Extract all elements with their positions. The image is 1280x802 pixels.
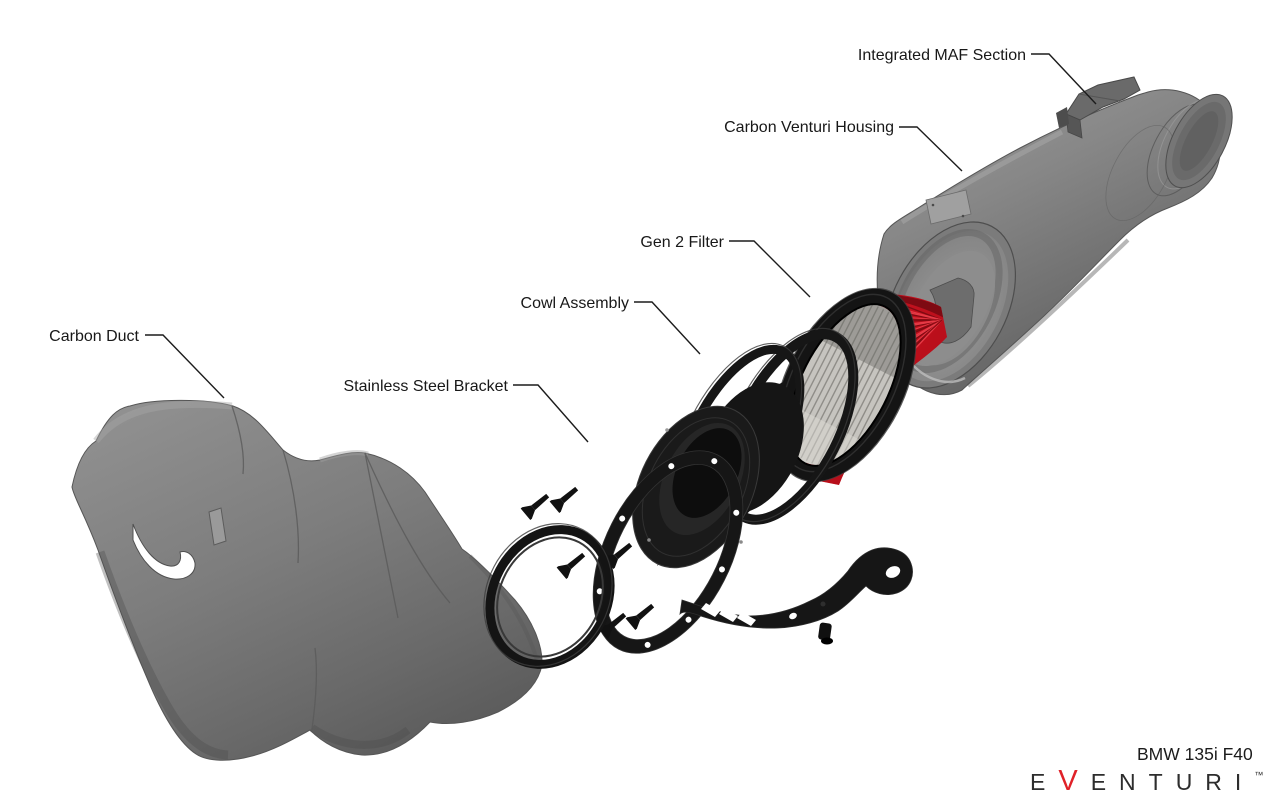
leader-line bbox=[1031, 53, 1097, 105]
callout-maf: Integrated MAF Section bbox=[858, 47, 1097, 105]
screw bbox=[556, 548, 589, 580]
housing-outlet-end bbox=[1165, 93, 1233, 189]
leader-line bbox=[634, 301, 701, 355]
model-name: BMW 135i F40 bbox=[1137, 744, 1253, 764]
callouts: Integrated MAF Section Carbon Venturi Ho… bbox=[49, 47, 1097, 443]
callout-label-duct: Carbon Duct bbox=[49, 328, 139, 345]
duct-trim-ring bbox=[483, 523, 615, 669]
screw bbox=[625, 599, 658, 631]
bracket-arm bbox=[679, 547, 913, 645]
callout-venturi: Carbon Venturi Housing bbox=[724, 119, 963, 172]
callout-label-maf: Integrated MAF Section bbox=[858, 47, 1026, 64]
screw bbox=[520, 489, 553, 521]
callout-label-bracket: Stainless Steel Bracket bbox=[343, 378, 508, 395]
duct-slot-rib bbox=[208, 507, 227, 546]
carbon-duct bbox=[71, 399, 543, 761]
brand-letter-v: V bbox=[1058, 765, 1090, 797]
brand-letter-e: E bbox=[1030, 769, 1058, 795]
callout-cowl: Cowl Assembly bbox=[521, 295, 701, 355]
leader-line bbox=[513, 384, 589, 443]
duct-crease-lines bbox=[231, 405, 451, 730]
cowl-ring bbox=[632, 380, 804, 569]
brand-logo: EVENTURI™ bbox=[1030, 765, 1263, 797]
integrated-maf-section bbox=[1056, 76, 1141, 139]
callout-bracket: Stainless Steel Bracket bbox=[343, 378, 589, 443]
housing-badge bbox=[925, 189, 972, 225]
brand-letters-rest: ENTURI bbox=[1091, 769, 1255, 795]
callout-label-filter: Gen 2 Filter bbox=[640, 234, 724, 251]
leader-line bbox=[899, 126, 963, 172]
screw bbox=[549, 482, 582, 514]
filter-rim bbox=[773, 287, 917, 483]
callout-duct: Carbon Duct bbox=[49, 328, 225, 399]
leader-line bbox=[145, 334, 225, 399]
footer: BMW 135i F40 EVENTURI™ bbox=[1030, 744, 1263, 797]
brand-trademark: ™ bbox=[1254, 770, 1263, 780]
callout-label-venturi: Carbon Venturi Housing bbox=[724, 119, 894, 136]
callout-filter: Gen 2 Filter bbox=[640, 234, 811, 298]
bracket-ring-plate bbox=[592, 450, 744, 654]
callout-label-cowl: Cowl Assembly bbox=[521, 295, 629, 312]
stainless-steel-bracket bbox=[592, 450, 913, 654]
bracket-arm-slots bbox=[701, 603, 756, 626]
bracket-peg bbox=[818, 622, 833, 645]
duct-notch bbox=[132, 523, 196, 580]
leader-line bbox=[729, 240, 811, 298]
